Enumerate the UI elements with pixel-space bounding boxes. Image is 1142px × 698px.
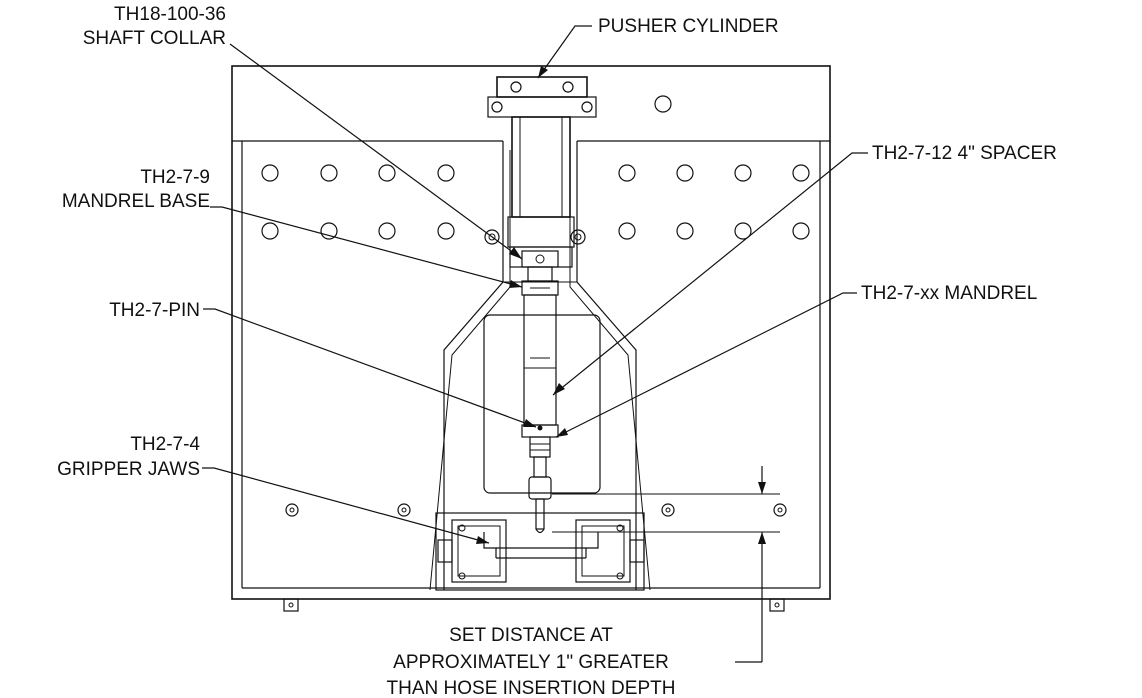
mandrel-assembly: [521, 266, 559, 534]
gripper-part-label: TH2-7-4: [130, 434, 200, 455]
cylinder-body: [511, 116, 571, 218]
mandrel-base-part-label: TH2-7-9: [140, 167, 210, 188]
note-line-2: APPROXIMATELY 1" GREATER: [393, 652, 669, 673]
machine-feet: [283, 598, 785, 612]
left-jaw: [483, 532, 497, 558]
funnel-left-inner: [429, 150, 511, 591]
mandrel-tip: [535, 498, 545, 530]
viewing-window: [483, 314, 601, 494]
machine-housing: [231, 65, 831, 600]
left-jaw-block: [451, 519, 507, 583]
leader-lines: [202, 25, 868, 544]
note-line-1: SET DISTANCE AT: [449, 625, 613, 646]
callout-labels: TH18-100-36 SHAFT COLLAR PUSHER CYLINDER…: [57, 4, 1057, 698]
top-hole: [654, 95, 672, 113]
gripper-name-label: GRIPPER JAWS: [57, 459, 200, 480]
mandrel-head: [528, 476, 552, 500]
funnel-right-inner: [569, 150, 651, 591]
funnel-shroud: [429, 141, 651, 591]
funnel-right-outer: [576, 141, 637, 590]
shaft-collar-name-label: SHAFT COLLAR: [83, 28, 226, 49]
gripper-housing: [435, 512, 645, 591]
housing-outline: [231, 65, 831, 600]
mandrel-nut: [529, 436, 551, 458]
mandrel-base-name-label: MANDREL BASE: [62, 191, 210, 212]
note-line-3: THAN HOSE INSERTION DEPTH: [387, 678, 676, 698]
pin-label: TH2-7-PIN: [109, 300, 200, 321]
pin: [537, 425, 543, 431]
shaft-collar: [521, 250, 559, 268]
pusher-cylinder-label: PUSHER CYLINDER: [598, 16, 779, 37]
mandrel-label: TH2-7-xx MANDREL: [861, 283, 1037, 304]
spacer-label: TH2-7-12 4" SPACER: [872, 143, 1057, 164]
right-jaw: [585, 532, 599, 558]
mounting-holes-right: [618, 164, 810, 240]
funnel-left-outer: [443, 141, 504, 590]
cylinder-side-knobs: [484, 229, 586, 245]
mounting-holes-left: [261, 164, 455, 240]
insertion-depth-dimension: [552, 466, 780, 663]
lower-bolts: [285, 503, 787, 517]
shaft-collar-part-label: TH18-100-36: [114, 4, 226, 25]
cylinder-lower-block: [507, 216, 575, 248]
cylinder-mount-bracket: [487, 96, 597, 118]
gripper-jaws: [435, 512, 645, 591]
collar-neck: [527, 266, 553, 282]
right-jaw-block: [575, 519, 631, 583]
mandrel-stem: [533, 456, 547, 478]
pusher-cylinder: [484, 76, 597, 268]
